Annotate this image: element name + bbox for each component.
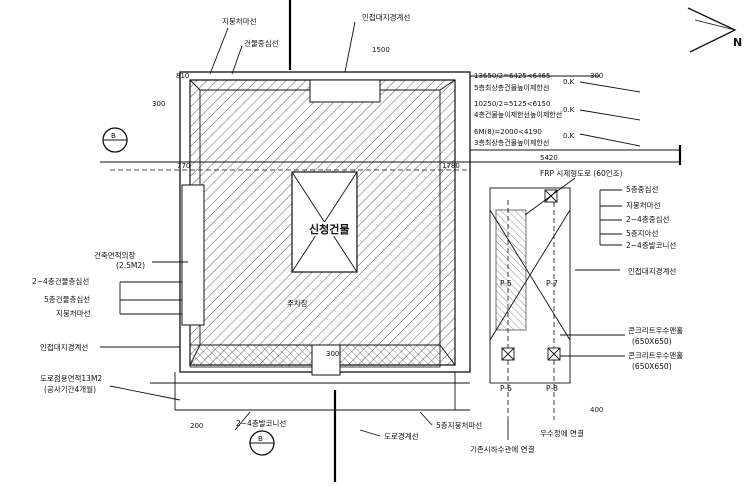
k-mark-3: 0.K (563, 132, 575, 140)
pipe-label-p7: P-7 (546, 279, 558, 288)
section-mark-top-label: B (111, 132, 116, 140)
left-bottom-label-1: 도로점용면적13M2 (40, 373, 102, 383)
drainage-area (489, 187, 571, 384)
bottom-label-balcony: 2~4층발코니선 (236, 419, 286, 428)
k-mark-2: 0.K (563, 106, 575, 114)
dim-right-top: 300 (590, 72, 603, 80)
left-label-2: 5층건물층심선 (44, 294, 90, 304)
right-dim-1-value: 13650/2=6425<6465 (474, 72, 550, 80)
dim-inner-left: 770 (177, 162, 190, 170)
dim-bottom-left: 200 (190, 422, 203, 430)
dim-overall-right: 5420 (540, 154, 558, 162)
right-dim-1-note: 5층최상층건물높이제한선 (474, 83, 549, 92)
bottom-label-sewer: 우수정에 연결 (540, 428, 584, 438)
north-symbol: N (733, 36, 742, 49)
concrete-size-2: (650X650) (632, 362, 672, 371)
left-upper-label-1: 건축면적의장 (94, 250, 135, 260)
right-dim-2-value: 10250/2=5125<6150 (474, 100, 550, 108)
right-dim-3-value: 6M(8)=2000<4190 (474, 128, 542, 136)
left-label-1: 2~4층건물층심선 (32, 276, 89, 286)
concrete-label-1: 콘크리트우수맨홀 (628, 325, 683, 335)
top-label-adjacent-boundary: 인접대지경계선 (362, 12, 410, 22)
pipe-label-p5: P-5 (500, 279, 512, 288)
right-label-5: 2~4층발코니선 (626, 241, 676, 250)
dim-bottom-mid: 300 (326, 350, 339, 358)
north-arrow-icon: N (687, 7, 742, 53)
right-label-4: 5층지아선 (626, 228, 658, 238)
concrete-label-2: 콘크리트우수맨홀 (628, 350, 683, 360)
dim-left: 300 (152, 100, 165, 108)
bottom-label-existing: 기존시하수관에 연결 (470, 444, 535, 454)
dim-left-small: 810 (176, 72, 189, 80)
section-mark-top-icon: B (102, 127, 128, 153)
right-adjacent-label: 인접대지경계선 (628, 266, 676, 276)
right-dim-2-note: 4층건물높이제한선높이제한선 (474, 110, 562, 119)
left-label-4: 인접대지경계선 (40, 342, 88, 352)
dim-top: 1500 (372, 46, 390, 54)
dim-inner-right: 1780 (442, 162, 460, 170)
top-label-building-center: 건물중심선 (244, 38, 279, 48)
pipe-label-p8: P-8 (546, 384, 558, 393)
dim-bottom-right: 400 (590, 406, 603, 414)
left-label-3: 지붕처마선 (56, 309, 91, 318)
frp-label: FRP 시제형도로 (60인조) (540, 168, 623, 178)
left-bottom-label-2: (공사기간4개월) (44, 384, 96, 394)
center-label: 신청건물 (309, 222, 349, 236)
right-label-1: 5층중심선 (626, 184, 658, 194)
top-label-roof-eave: 지붕처마선 (222, 17, 257, 26)
right-label-2: 지붕처마선 (626, 201, 661, 210)
concrete-size-1: (650X650) (632, 337, 672, 346)
bottom-label-road-boundary: 도로경계선 (384, 431, 419, 441)
left-upper-label-2: (2.5M2) (116, 261, 145, 270)
right-label-3: 2~4층중심선 (626, 214, 670, 224)
k-mark-1: 0.K (563, 78, 575, 86)
pipe-label-p6: P-6 (500, 384, 512, 393)
section-mark-bottom-icon: B (249, 430, 275, 456)
section-mark-bottom-label: B (258, 435, 263, 443)
bottom-label-roof-eave: 5층지붕처마선 (436, 421, 482, 430)
parking-label: 주차장 (287, 298, 308, 308)
right-dim-3-note: 3층최상층건물높이제한선 (474, 138, 549, 147)
